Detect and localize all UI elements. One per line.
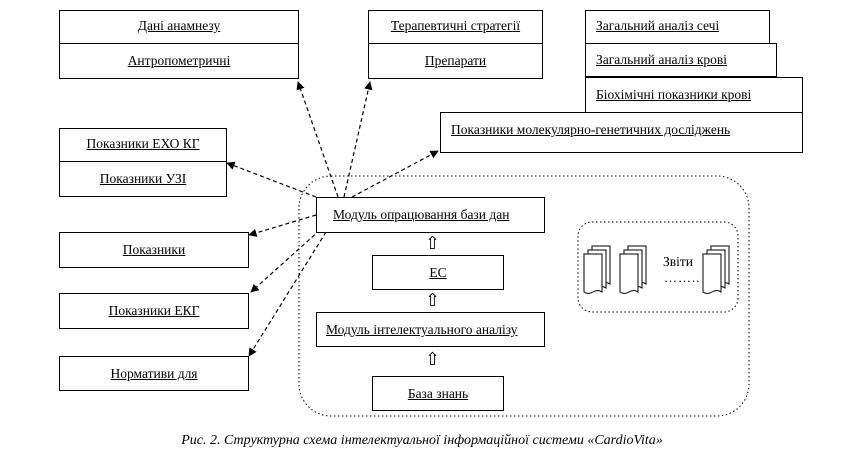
box-knowledge-base: База знань <box>372 376 504 411</box>
box-blood-test: Загальний аналіз крові <box>585 43 777 77</box>
arrow-to-ecg <box>250 229 321 293</box>
arrow-to-therapy <box>343 81 373 198</box>
label-knowledge-base: База знань <box>407 386 469 401</box>
box-processing-module: Модуль опрацювання бази дан <box>316 197 545 233</box>
label-urinalysis: Загальний аналіз сечі <box>596 18 720 33</box>
document-stack-icon <box>619 245 647 294</box>
figure-caption: Рис. 2. Структурна схема інтелектуальної… <box>181 433 663 448</box>
arrow-to-labs <box>351 150 439 198</box>
label-es: ЕС <box>429 265 447 280</box>
arrow-to-anamnesis <box>296 81 339 198</box>
label-processing-module: Модуль опрацювання бази дан <box>333 207 510 222</box>
label-intellectual-module: Модуль інтелектуального аналізу <box>326 322 518 337</box>
label-reports: Звіти <box>663 254 694 269</box>
label-indicators: Показники <box>122 242 186 257</box>
box-intellectual-module: Модуль інтелектуального аналізу <box>316 312 545 347</box>
label-therapy: Терапевтичні стратегії <box>390 18 521 33</box>
label-anthropometric: Антропометричні <box>127 53 231 68</box>
box-norms: Нормативи для <box>59 356 249 391</box>
box-therapy: Терапевтичні стратегії <box>368 10 543 44</box>
box-indicators: Показники <box>59 232 249 268</box>
up-arrow-icon: ⇧ <box>425 234 441 252</box>
box-echo: Показники ЕХО КГ <box>59 128 227 162</box>
reports-boundary <box>577 221 739 313</box>
box-ecg: Показники ЕКГ <box>59 293 249 329</box>
up-arrow-icon: ⇧ <box>425 291 441 309</box>
box-ultrasound: Показники УЗІ <box>59 161 227 197</box>
box-anthropometric: Антропометричні <box>59 43 299 79</box>
label-anamnesis: Дані анамнезу <box>137 18 221 33</box>
label-ultrasound: Показники УЗІ <box>99 171 187 186</box>
label-norms: Нормативи для <box>110 366 198 381</box>
box-drugs: Препарати <box>368 43 543 79</box>
box-biochemistry: Біохімічні показники крові <box>585 77 803 113</box>
box-molecular-genetic: Показники молекулярно-генетичних дослідж… <box>440 112 803 153</box>
arrow-to-indicators <box>248 214 317 237</box>
up-arrow-icon: ⇧ <box>425 350 441 368</box>
label-biochemistry: Біохімічні показники крові <box>596 87 752 102</box>
arrow-to-norms <box>248 231 327 357</box>
label-echo: Показники ЕХО КГ <box>86 136 200 151</box>
box-anamnesis: Дані анамнезу <box>59 10 299 44</box>
label-ecg: Показники ЕКГ <box>108 303 200 318</box>
label-drugs: Препарати <box>424 53 487 68</box>
system-boundary <box>298 175 750 417</box>
arrow-to-imaging <box>226 161 317 198</box>
document-stack-icon <box>702 245 730 294</box>
reports-ellipsis: …….. <box>664 270 701 285</box>
box-urinalysis: Загальний аналіз сечі <box>585 10 770 44</box>
document-stack-icon <box>583 245 611 294</box>
label-molecular-genetic: Показники молекулярно-генетичних дослідж… <box>451 122 731 137</box>
box-es: ЕС <box>372 255 504 290</box>
label-blood-test: Загальний аналіз крові <box>596 52 728 67</box>
